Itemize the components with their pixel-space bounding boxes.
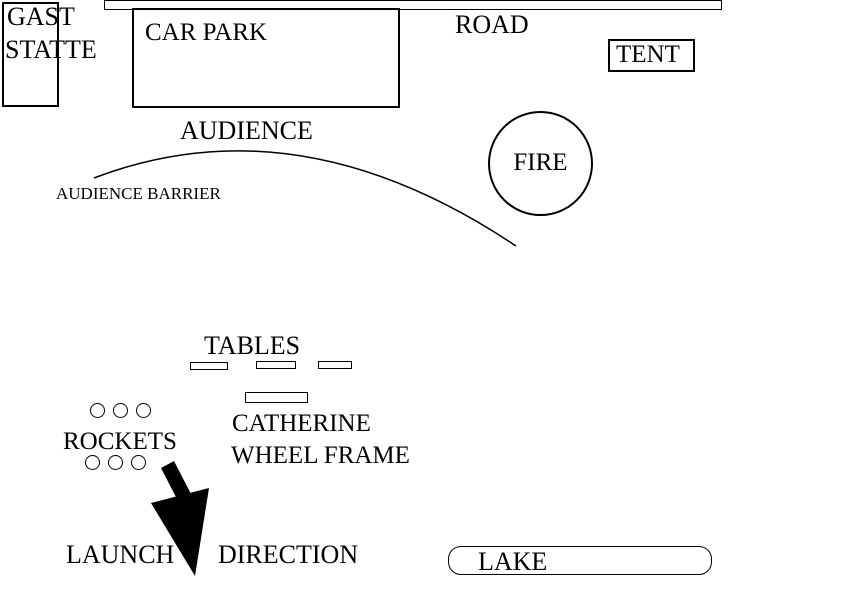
catherine-wheel-rect bbox=[245, 392, 308, 403]
fire-label: FIRE bbox=[513, 149, 568, 177]
car-park-label: CAR PARK bbox=[145, 19, 268, 46]
table-rect bbox=[318, 361, 352, 369]
road-label: ROAD bbox=[455, 10, 529, 39]
fire-circle: FIRE bbox=[488, 111, 593, 216]
rocket-circle bbox=[108, 455, 123, 470]
rocket-circle bbox=[113, 403, 128, 418]
rocket-circle bbox=[131, 455, 146, 470]
tent-box bbox=[608, 39, 695, 72]
launch-arrow-shaft bbox=[161, 461, 191, 501]
table-rect bbox=[256, 361, 296, 369]
gaststaette-box bbox=[2, 2, 59, 107]
launch-direction-label-word1: LAUNCH bbox=[66, 540, 175, 569]
tent-label: TENT bbox=[616, 41, 680, 68]
lake-shape bbox=[448, 546, 712, 575]
catherine-wheel-label-line2: WHEEL FRAME bbox=[231, 442, 410, 469]
lake-label: LAKE bbox=[478, 547, 548, 576]
audience-label: AUDIENCE bbox=[180, 116, 313, 145]
car-park-box bbox=[132, 8, 400, 108]
rocket-circle bbox=[85, 455, 100, 470]
road-strip bbox=[104, 0, 722, 10]
rocket-circle bbox=[90, 403, 105, 418]
gaststaette-label-line2: STATTE bbox=[5, 35, 97, 64]
table-rect bbox=[190, 362, 228, 370]
gaststaette-label-line1: GAST bbox=[7, 2, 75, 31]
audience-barrier-label: AUDIENCE BARRIER bbox=[56, 184, 221, 203]
rocket-circle bbox=[136, 403, 151, 418]
tables-label: TABLES bbox=[204, 331, 301, 360]
catherine-wheel-label-line1: CATHERINE bbox=[232, 410, 371, 437]
launch-direction-label-word2: DIRECTION bbox=[218, 540, 359, 569]
rockets-label: ROCKETS bbox=[63, 428, 177, 455]
